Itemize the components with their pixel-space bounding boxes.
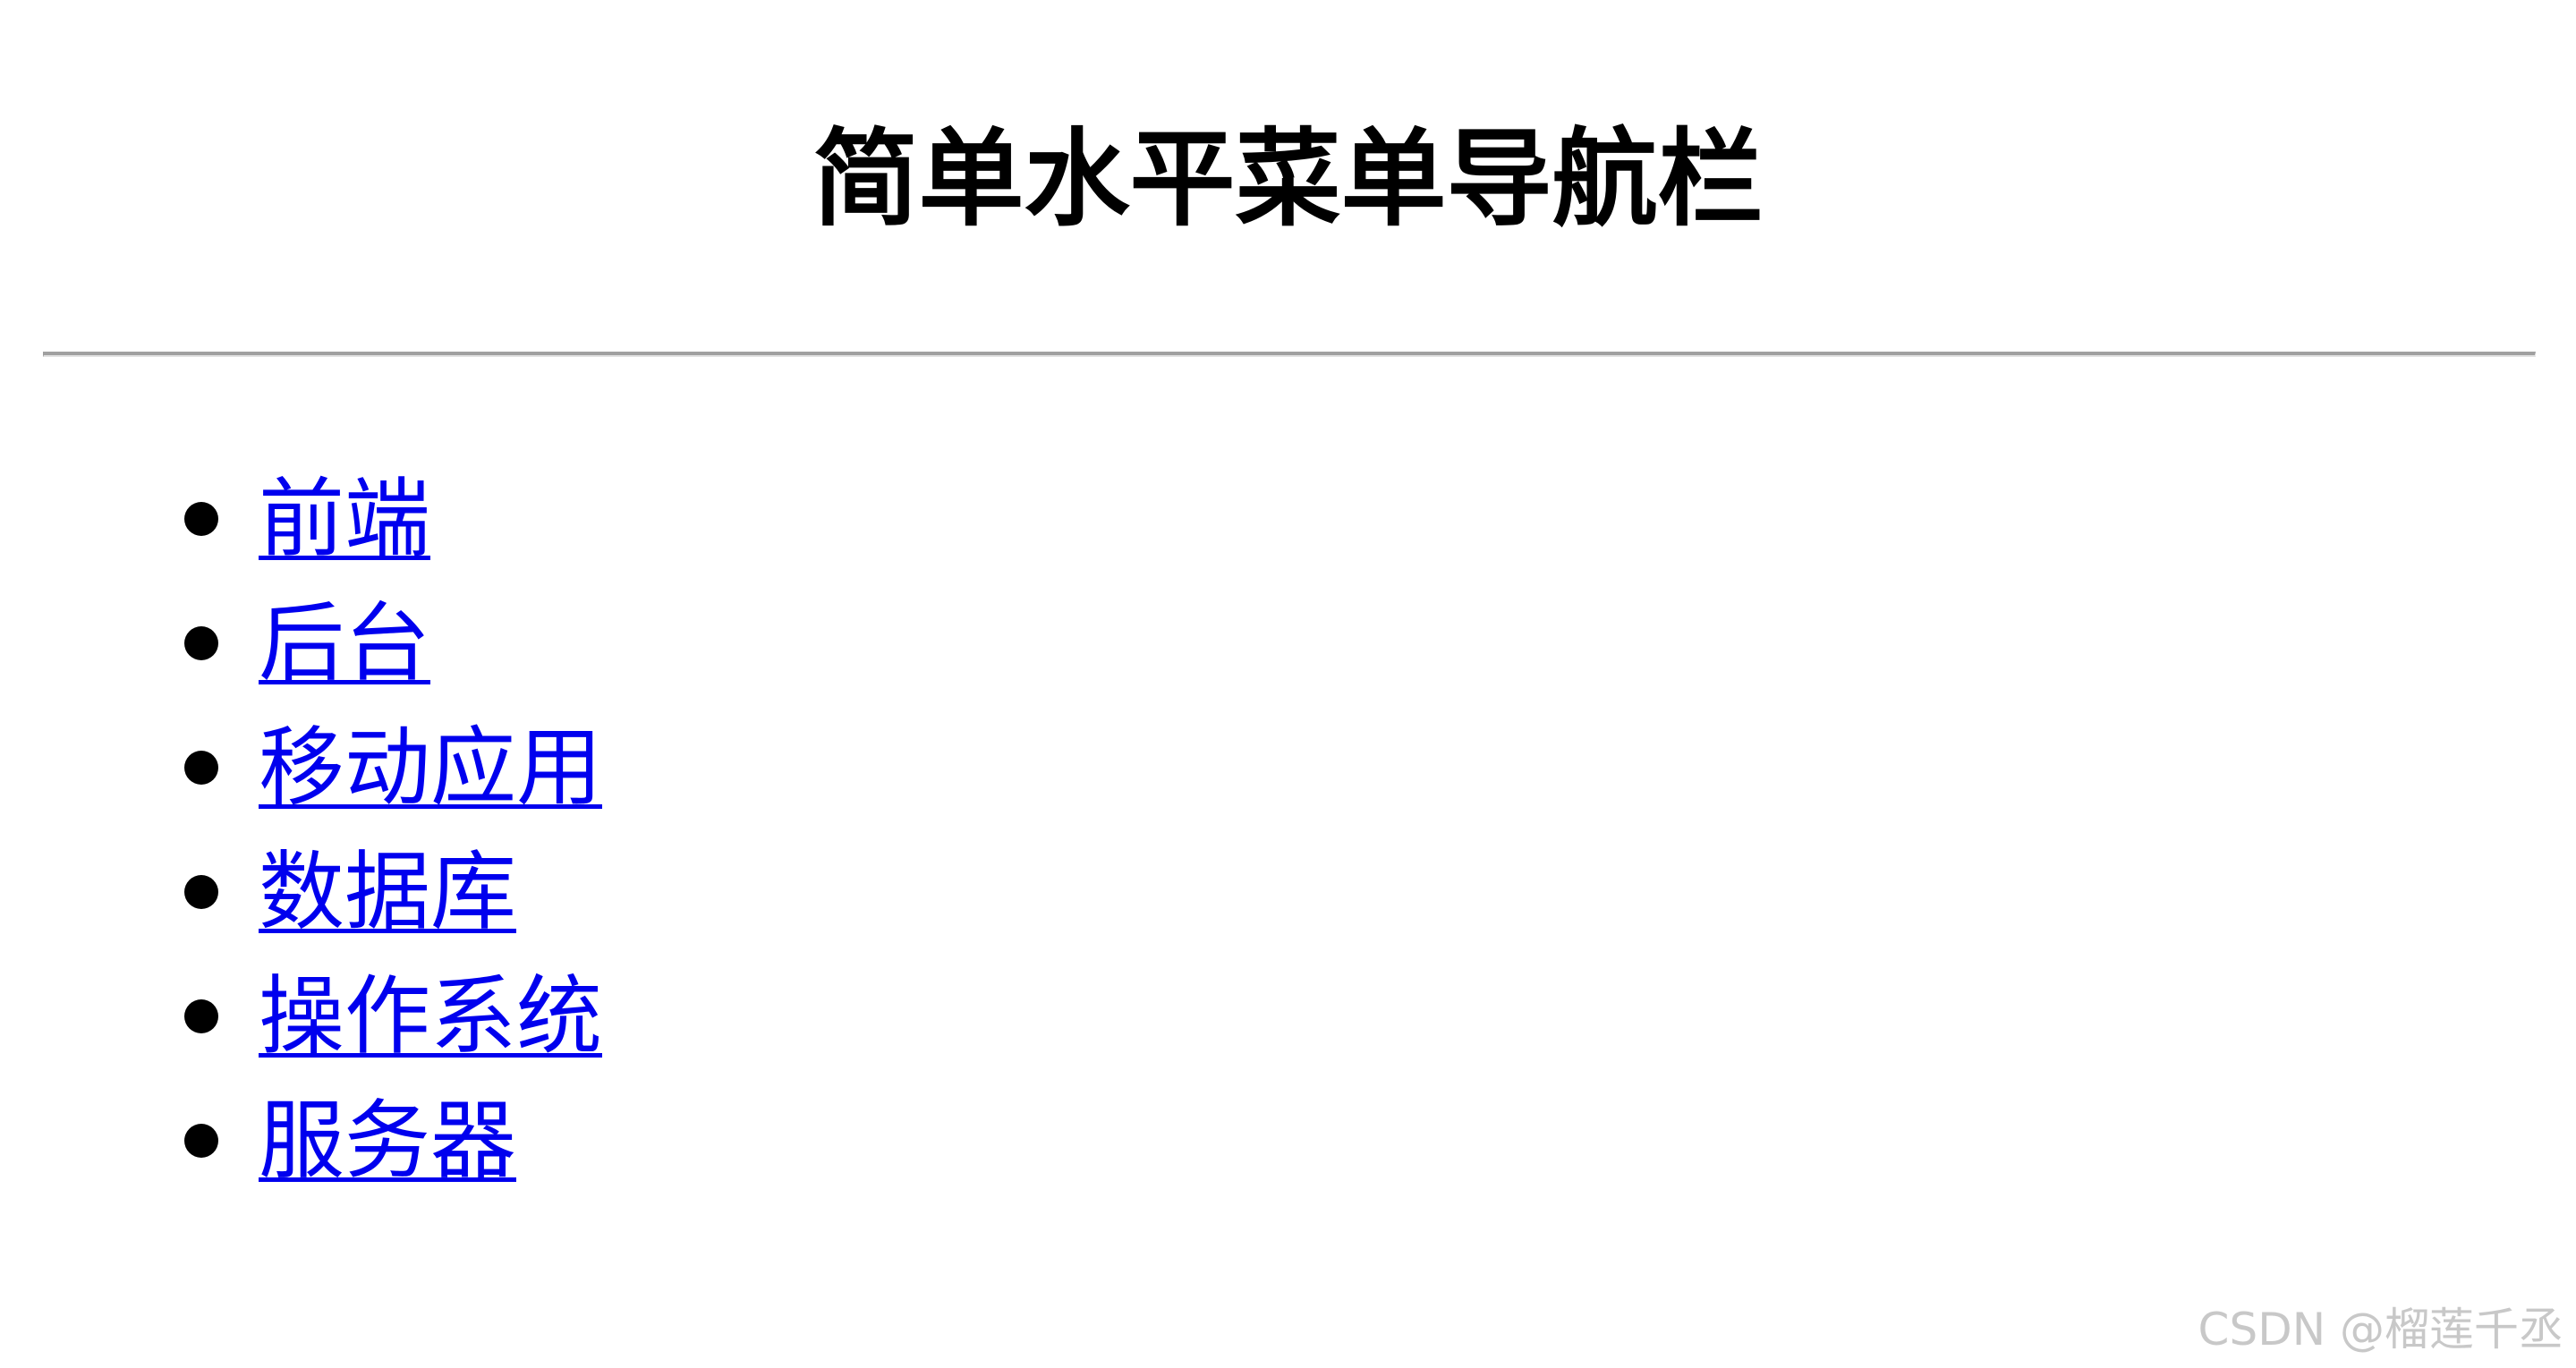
menu-link-backend[interactable]: 后台 — [259, 592, 430, 693]
watermark: CSDN @榴莲千丞 — [2198, 1304, 2563, 1355]
menu-item-operating-system: 操作系统 — [0, 954, 602, 1078]
menu-item-frontend: 前端 — [0, 456, 602, 581]
menu-link-server[interactable]: 服务器 — [259, 1090, 516, 1191]
menu-link-mobile-apps[interactable]: 移动应用 — [259, 717, 602, 818]
menu-link-frontend[interactable]: 前端 — [259, 468, 430, 569]
bullet-icon — [184, 501, 218, 536]
bullet-icon — [184, 625, 218, 660]
menu-link-database[interactable]: 数据库 — [259, 841, 516, 942]
menu-item-mobile-apps: 移动应用 — [0, 705, 602, 829]
bullet-icon — [184, 1123, 218, 1158]
page-title: 简单水平菜单导航栏 — [812, 117, 1764, 241]
bullet-icon — [184, 750, 218, 785]
menu-item-database: 数据库 — [0, 829, 602, 954]
menu-item-backend: 后台 — [0, 581, 602, 705]
nav-menu-list: 前端 后台 移动应用 数据库 操作系统 服务器 — [0, 456, 602, 1202]
bullet-icon — [184, 998, 218, 1033]
menu-item-server: 服务器 — [0, 1078, 602, 1202]
bullet-icon — [184, 874, 218, 909]
menu-link-operating-system[interactable]: 操作系统 — [259, 965, 602, 1066]
horizontal-divider — [43, 352, 2536, 357]
